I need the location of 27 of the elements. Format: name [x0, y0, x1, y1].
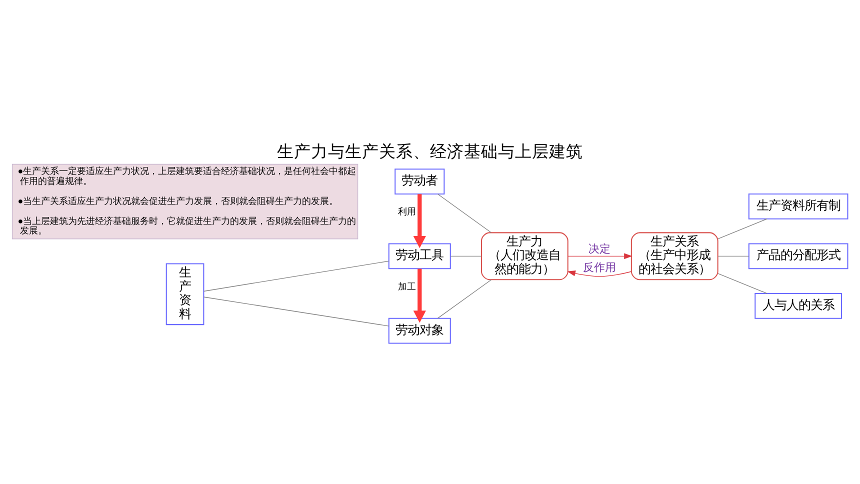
- node-box: 人与人的关系: [754, 292, 842, 319]
- edge-label: 反作用: [583, 261, 616, 274]
- connector: [203, 296, 390, 326]
- node-box: 生产资料所有制: [748, 193, 848, 220]
- arrow: [567, 270, 632, 277]
- node-box: 劳动工具: [388, 243, 451, 270]
- edge-label: 利用: [398, 208, 416, 218]
- connector: [450, 256, 482, 257]
- node-box: 生产力 （人们改造自然的能力）: [480, 232, 568, 280]
- edge-label: 决定: [588, 242, 611, 256]
- arrow: [413, 194, 426, 248]
- node-box: 劳动者: [394, 168, 445, 194]
- connector: [718, 256, 750, 257]
- node-box: 生产资料: [166, 263, 204, 326]
- connector: [718, 218, 768, 240]
- connector: [203, 260, 390, 292]
- diagram-title: 生产力与生产关系、经济基础与上层建筑: [277, 142, 583, 161]
- connector: [437, 194, 492, 233]
- node-box: 产品的分配形式: [748, 243, 848, 270]
- arrow: [568, 253, 632, 260]
- node-box: ●生产关系一定要适应生产力状况，上层建筑要适合经济基础状况，是任何社会中都起作用的普遍规律。 ●当生产关系适应生产力状况就会促进生产力发展，否则就会阻碍生产力的发展。 ●当上层建筑为先进经济基础服务时，它就促进生产力的发展，否则就会阻碍生产力的发展。: [12, 164, 358, 240]
- edge-label: 加工: [398, 282, 416, 292]
- node-box: 劳动对象: [388, 318, 451, 344]
- node-box: 生产关系 （生产中形成的社会关系）: [630, 232, 718, 280]
- arrow: [413, 268, 426, 323]
- connector: [718, 273, 768, 294]
- connector: [437, 279, 492, 319]
